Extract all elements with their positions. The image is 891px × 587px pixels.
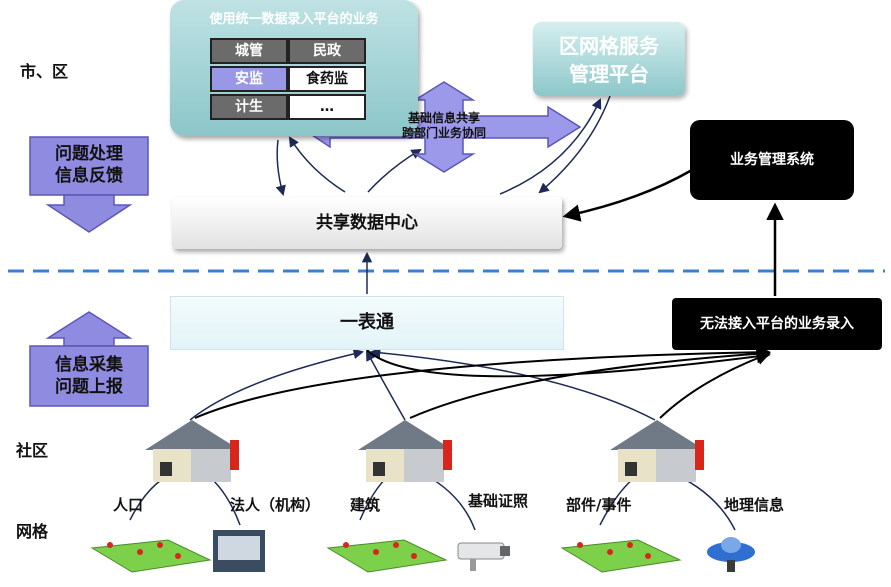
link-house2-to-form [365,350,406,421]
feedback-label-line2: 信息反馈 [55,166,123,186]
shared-collaboration-arrow-icon [298,81,582,173]
shared-collaboration-label: 基础信息共享 跨部门业务协同 [380,111,508,141]
link-house3-to-form [369,347,656,421]
cell-civil-affairs: 民政 [288,38,366,64]
cell-urban-management: 城管 [210,38,288,64]
feedback-label-line1: 问题处理 [55,144,123,164]
link-center-to-shared [367,148,422,193]
collect-label-line1: 信息采集 [55,355,123,375]
cell-family-planning: 计生 [210,94,288,120]
business-management-system: 业务管理系统 [690,120,854,200]
category-component-event: 部件/事件 [566,496,632,514]
grid-map-1-icon [90,539,212,573]
computer-icon [213,530,265,572]
unified-entry-panel: 使用统一数据录入平台的业务 城管 民政 安监 食药监 计生 … [170,0,418,136]
shared-label-line2: 跨部门业务协同 [401,126,486,140]
category-population: 人口 [113,496,144,514]
unified-entry-panel-title: 使用统一数据录入平台的业务 [209,12,379,27]
link-grid-to-center [538,95,611,194]
cell-food-drug: 食药监 [288,66,366,92]
district-grid-platform: 区网格服务 管理平台 [533,22,685,96]
link-house1-to-offline [194,345,771,419]
district-grid-line1: 区网格服务 [559,34,659,58]
one-form-system: 一表通 [170,296,564,350]
house-1-icon [145,420,240,482]
link-panel-to-center [275,139,286,197]
collect-label-line2: 问题上报 [55,377,123,397]
grid-map-2-icon [326,539,448,573]
district-grid-platform-title: 区网格服务 管理平台 [533,32,685,88]
cell-ellipsis: … [288,94,366,120]
category-geographic-info: 地理信息 [724,496,785,514]
grid-map-3-icon [560,539,682,573]
collect-arrow-icon [29,311,149,407]
level-city-district: 市、区 [20,62,69,81]
link-center-to-grid [499,98,602,195]
feedback-arrow-icon [29,136,149,233]
level-community: 社区 [16,441,49,460]
shared-data-center: 共享数据中心 [172,197,562,249]
level-grid: 网格 [16,522,49,541]
camera-icon [457,542,510,571]
feedback-arrow-label: 问题处理 信息反馈 [30,143,148,187]
link-business-to-center [562,168,693,222]
link-house2-to-offline [409,346,771,419]
collect-arrow-label: 信息采集 问题上报 [30,354,148,398]
link-center-to-panel [288,136,346,193]
cell-work-safety: 安监 [210,66,288,92]
gps-device-icon [707,537,755,572]
offline-business-entry: 无法接入平台的业务录入 [672,298,882,350]
district-grid-line2: 管理平台 [569,62,649,86]
link-house3-to-offline [659,351,771,419]
house-3-icon [610,420,705,482]
link-house1-to-form [189,348,365,421]
link-form-to-offline [366,349,771,378]
shared-label-line1: 基础信息共享 [407,111,480,125]
house-2-icon [358,420,453,482]
category-legal-entity: 法人（机构） [230,496,321,514]
category-basic-certificate: 基础证照 [468,492,529,510]
category-building: 建筑 [350,496,381,514]
